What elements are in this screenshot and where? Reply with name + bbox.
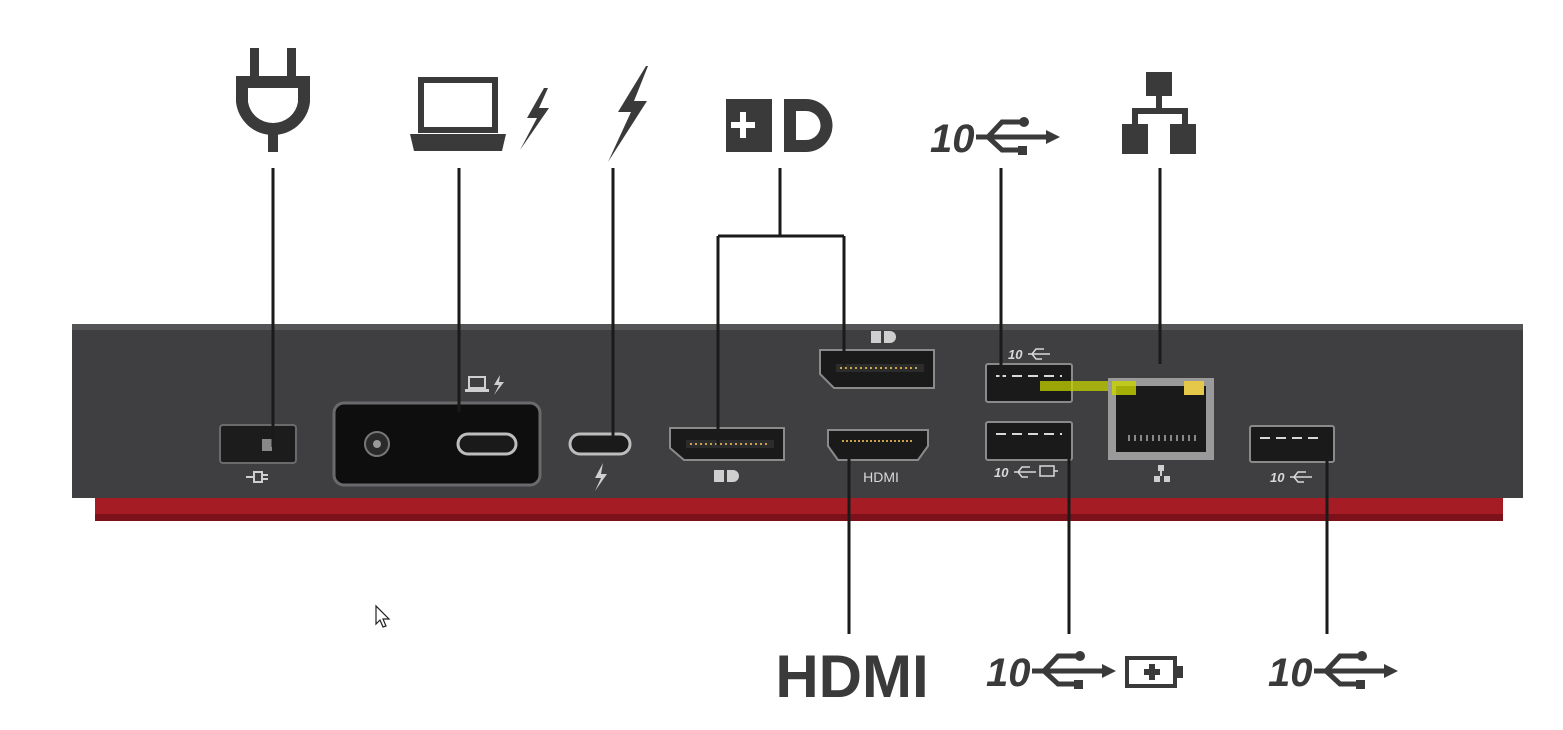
displayport-icon (726, 99, 833, 152)
dock-body (72, 324, 1523, 521)
thunderbolt-icon (608, 66, 648, 162)
dock-red-base-shade (95, 514, 1503, 521)
power-plug-icon (236, 48, 310, 152)
displayport-small-icon-1 (714, 470, 739, 482)
usb-right-callout: 10 (1268, 651, 1398, 695)
usb-right-small-label: 10 (1270, 470, 1285, 485)
usb-charging-small-icon (1014, 465, 1058, 478)
thunderbolt-small-icon (595, 463, 607, 491)
dc-in-port (219, 424, 297, 483)
usb-charging-callout: 10 (986, 651, 1183, 695)
hdmi-port-label: HDMI (863, 469, 899, 485)
callout-line-displayport (716, 168, 846, 445)
hdmi-callout-label: HDMI (775, 643, 928, 710)
usb-icon: 10 (930, 117, 1060, 161)
host-usb-c-port (456, 432, 518, 456)
usb-speed-label-charging: 10 (986, 651, 1031, 695)
hdmi-port: HDMI (827, 429, 929, 485)
displayport-small-icon-2 (871, 331, 896, 343)
thunderbolt-port (568, 432, 632, 491)
battery-icon (1125, 656, 1183, 688)
ethernet-icon (1122, 72, 1196, 154)
ethernet-port (1108, 378, 1214, 482)
host-connector-panel (332, 375, 542, 487)
yellow-highlight-bar (1040, 381, 1136, 391)
displayport-1 (669, 427, 785, 482)
usb-icon-charging (1032, 651, 1116, 689)
usb-speed-label-right: 10 (1268, 651, 1313, 695)
dc-symbol-icon (246, 471, 268, 483)
callout-lines (271, 168, 1329, 634)
usb-top-small-label: 10 (1008, 347, 1023, 362)
usb-speed-label-top: 10 (930, 117, 975, 161)
usb-icon-right (1314, 651, 1398, 689)
dock-top-edge (72, 324, 1523, 330)
displayport-2 (819, 331, 935, 389)
usb-right-small-icon (1290, 471, 1312, 483)
cursor-icon (375, 604, 391, 628)
usb-a-port-right: 10 (1249, 425, 1335, 485)
laptop-power-icon (410, 77, 549, 151)
ethernet-small-icon (1154, 465, 1170, 482)
usb-charging-small-label: 10 (994, 465, 1009, 480)
laptop-power-small-icon (465, 375, 504, 395)
usb-a-port-charging: 10 (985, 421, 1073, 480)
usb-top-small-icon (1028, 348, 1050, 360)
